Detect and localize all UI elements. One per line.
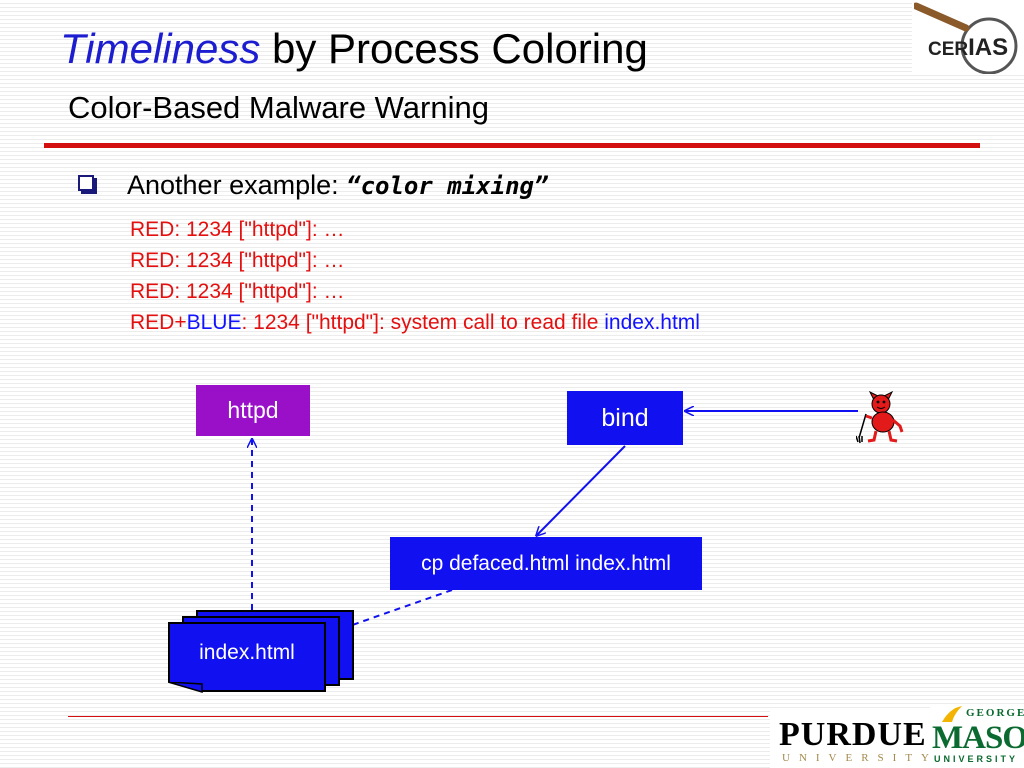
gmu-logo [930,704,1024,768]
title-divider [44,143,980,148]
cp-command-box: cp defaced.html index.html [390,537,702,590]
checkbox-bullet-icon [78,175,94,191]
log-blue-tag: BLUE [186,311,242,334]
log-line: RED: 1234 ["httpd"]: … [130,280,345,303]
file-label: index.html [199,641,295,664]
slide-subtitle: Color-Based Malware Warning [68,90,489,125]
log-line-mixed: RED+BLUE: 1234 ["httpd"]: system call to… [130,307,700,338]
footer-divider [68,716,768,717]
cerias-logo-text: CERIAS [928,34,1008,62]
log-message: : 1234 ["httpd"]: system call to read fi… [241,311,605,334]
arrow-cp-to-file [338,589,453,630]
log-line: RED: 1234 ["httpd"]: … [130,249,345,272]
purdue-logo [770,710,930,768]
purdue-wordmark: PURDUE [779,716,927,753]
gmu-university: UNIVERSITY [934,754,1019,764]
bullet-prefix: Another example: [127,170,347,200]
bullet-text: Another example: “color mixing” [127,170,548,201]
log-lines: RED: 1234 ["httpd"]: … RED: 1234 ["httpd… [130,214,700,338]
httpd-process-box: httpd [196,385,310,436]
cerias-cer: CER [928,39,969,60]
bind-process-box: bind [567,391,683,445]
gmu-mason: MASON [932,720,1024,756]
magnifier-icon [914,2,1018,74]
devil-icon [856,390,904,444]
bullet-emphasis: “color mixing” [346,172,549,200]
log-file: index.html [604,311,700,334]
file-page-fold-icon [168,682,203,694]
gmu-flame-icon [942,706,962,722]
title-rest: by Process Coloring [260,25,648,72]
log-line: RED: 1234 ["httpd"]: … [130,218,345,241]
file-page-front [168,622,326,692]
cerias-ias: IAS [968,34,1009,61]
log-red-tag: RED+ [130,311,187,334]
gmu-george: GEORGE [966,707,1024,719]
title-emphasis: Timeliness [60,25,261,72]
purdue-subtext: UNIVERSITY [782,752,938,764]
arrow-bind-to-cp [537,445,626,535]
slide-title: Timeliness by Process Coloring [60,25,648,72]
